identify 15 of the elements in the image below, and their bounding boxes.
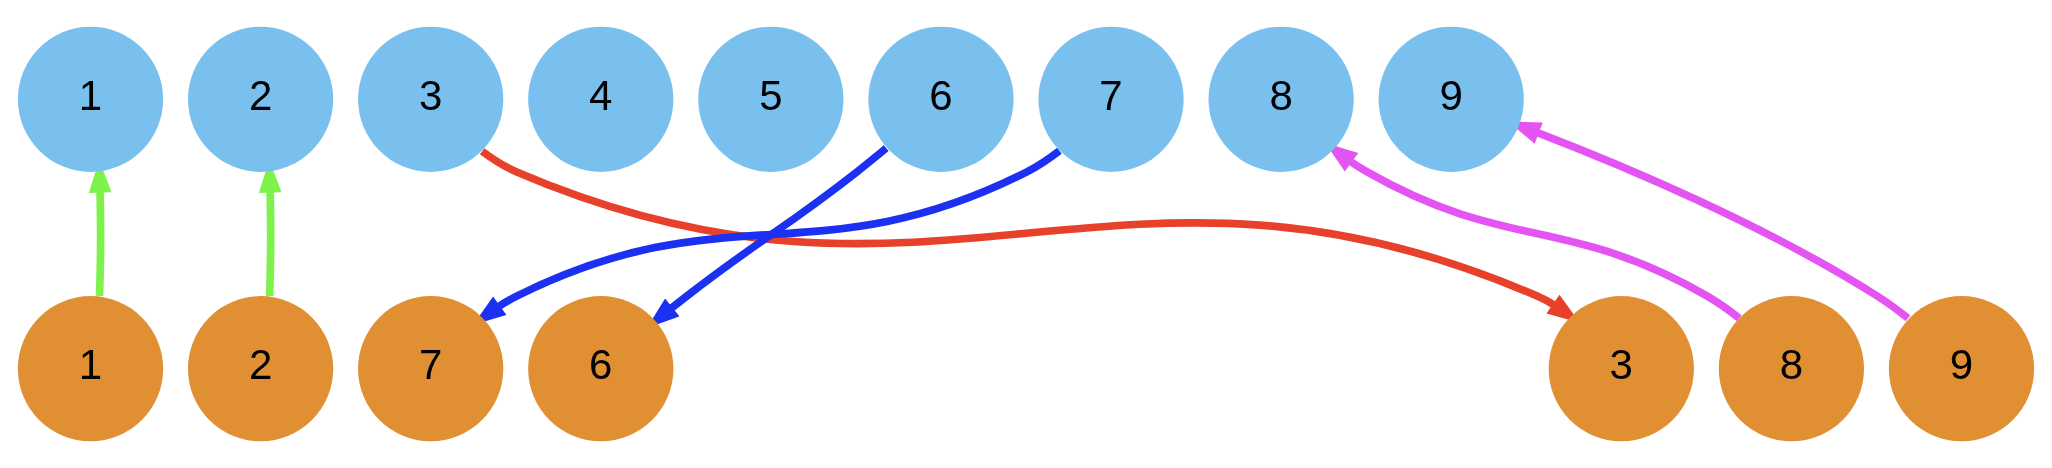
node-circle: 9 xyxy=(1888,296,2035,442)
node-circle: 2 xyxy=(188,26,334,172)
node-circle: 2 xyxy=(188,296,334,442)
node-circle: 9 xyxy=(1378,26,1524,172)
node-circle: 1 xyxy=(17,26,164,172)
node-circle: 6 xyxy=(528,296,674,442)
node-circle: 1 xyxy=(17,296,164,442)
node-circle: 4 xyxy=(528,26,674,172)
node-circle: 3 xyxy=(358,26,504,172)
node-circle: 6 xyxy=(868,26,1014,172)
node-circle: 7 xyxy=(1038,26,1184,172)
node-circle: 8 xyxy=(1208,26,1354,172)
node-circle: 5 xyxy=(698,26,844,172)
node-circle: 7 xyxy=(358,296,504,442)
node-circle: 8 xyxy=(1718,296,1864,442)
